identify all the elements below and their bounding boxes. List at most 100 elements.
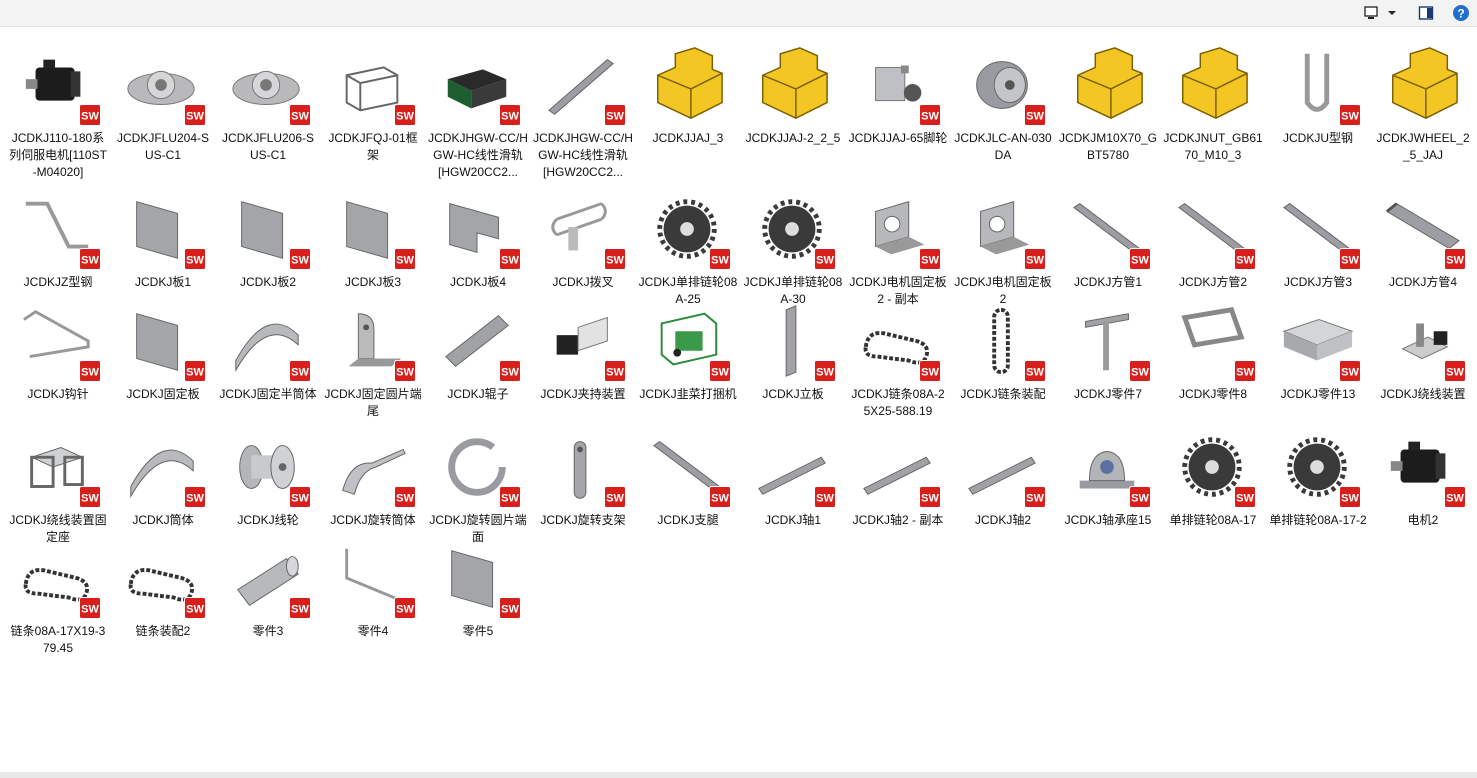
view-layout-icon[interactable] (1360, 3, 1382, 23)
slab-icon (1282, 319, 1354, 361)
file-item[interactable]: JCDKJNUT_GB6170_M10_3 (1161, 42, 1265, 164)
solidworks-icon: SW (1024, 360, 1046, 382)
file-name: 链条装配2 (135, 624, 191, 638)
file-name: JCDKJ钩针 (27, 387, 89, 401)
chevron-down-icon[interactable] (1384, 3, 1400, 23)
file-name: JCDKJ旋转筒体 (330, 513, 416, 527)
roller-icon (445, 315, 509, 367)
shaft-icon (863, 456, 931, 495)
file-name: JCDKJ零件13 (1280, 387, 1356, 401)
solidworks-icon: SW (394, 597, 416, 619)
file-name: JCDKJ拨叉 (552, 275, 614, 289)
file-thumbnail: SW (1063, 298, 1153, 384)
solidworks-icon: SW (919, 104, 941, 126)
svg-text:SW: SW (186, 367, 204, 379)
z-steel-icon (25, 201, 89, 249)
file-thumbnail: SW (643, 424, 733, 510)
file-thumbnail: SW (748, 424, 838, 510)
svg-text:SW: SW (1026, 367, 1044, 379)
solidworks-icon: SW (919, 360, 941, 382)
svg-text:SW: SW (186, 111, 204, 123)
file-item[interactable]: JCDKJWHEEL_2_5_JAJ (1371, 42, 1475, 164)
file-thumbnail: SW (433, 298, 523, 384)
svg-text:SW: SW (1026, 255, 1044, 267)
file-name: JCDKJ筒体 (132, 513, 194, 527)
file-thumbnail: SW (223, 186, 313, 272)
plate-icon (346, 201, 389, 259)
file-thumbnail: SW (433, 535, 523, 621)
help-icon[interactable]: ? (1450, 3, 1472, 23)
preview-pane-icon[interactable] (1415, 3, 1437, 23)
caster-icon (875, 65, 922, 102)
file-item[interactable]: SW JCDKJ辊子 (426, 298, 530, 403)
svg-text:SW: SW (501, 367, 519, 379)
file-name: JCDKJ辊子 (447, 387, 509, 401)
flange-bearing-icon (232, 70, 300, 105)
svg-text:SW: SW (396, 367, 414, 379)
solidworks-icon: SW (499, 486, 521, 508)
file-item[interactable]: JCDKJJAJ_3 (636, 42, 740, 147)
file-item[interactable]: JCDKJJAJ-2_2_5 (741, 42, 845, 147)
file-name: JCDKJ板4 (449, 275, 506, 289)
file-name: JCDKJU型钢 (1282, 131, 1353, 145)
file-item[interactable]: JCDKJM10X70_GBT5780 (1056, 42, 1160, 164)
solidworks-icon: SW (79, 486, 101, 508)
